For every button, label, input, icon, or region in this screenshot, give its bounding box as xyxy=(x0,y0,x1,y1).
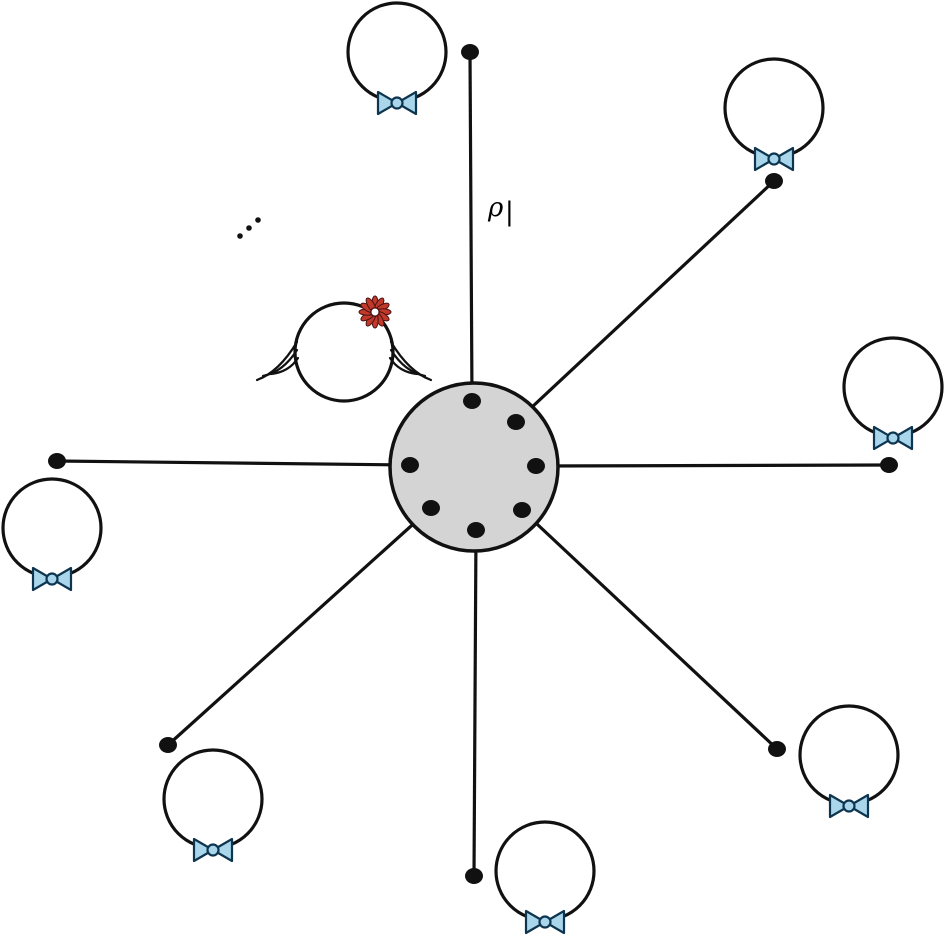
bowtie-node-bottom-right xyxy=(798,704,900,819)
spoke-bottom-right xyxy=(520,508,779,751)
hub-port xyxy=(463,393,481,409)
node-head xyxy=(1,477,103,579)
link-label-bar: | xyxy=(505,197,514,227)
node-head xyxy=(162,748,264,850)
hub-port xyxy=(527,458,545,474)
bowtie-node-left xyxy=(1,477,103,592)
node-head xyxy=(494,820,596,922)
node-head xyxy=(798,704,900,806)
spoke-top-right xyxy=(514,179,776,424)
flower-icon xyxy=(358,295,392,329)
bowtie-icon xyxy=(31,566,73,592)
node-port xyxy=(768,741,786,757)
ellipsis-indicator xyxy=(237,217,261,239)
node-head xyxy=(346,1,448,103)
node-port xyxy=(461,44,479,60)
node-port xyxy=(880,457,898,473)
node-port xyxy=(159,737,177,753)
node-port xyxy=(48,453,66,469)
hub-port xyxy=(401,457,419,473)
bowtie-icon xyxy=(376,90,418,116)
link-label-rho: ρ xyxy=(487,193,504,223)
port-dots xyxy=(48,44,898,884)
node-port xyxy=(765,173,783,189)
hub-port xyxy=(422,500,440,516)
node-port xyxy=(465,868,483,884)
bowtie-node-top-right xyxy=(723,57,825,172)
spoke-left xyxy=(56,459,411,467)
node-head xyxy=(842,336,944,438)
spoke-bottom xyxy=(472,529,478,877)
hair-strands xyxy=(255,340,433,382)
bowtie-node-bottom-left xyxy=(162,748,264,863)
hub-port xyxy=(507,414,525,430)
hub-port xyxy=(467,522,485,538)
bowtie-icon xyxy=(192,837,234,863)
node-head xyxy=(723,57,825,159)
spoke-bottom-left xyxy=(166,506,433,747)
bowtie-node-top xyxy=(346,1,448,116)
bowtie-node-bottom xyxy=(494,820,596,935)
bowtie-icon xyxy=(524,909,566,935)
bowtie-icon xyxy=(828,793,870,819)
hub-port xyxy=(513,502,531,518)
spoke-links xyxy=(56,51,890,877)
spoke-top xyxy=(468,51,474,402)
bowtie-node-right xyxy=(842,336,944,451)
bowtie-icon xyxy=(872,425,914,451)
flower-node-upper-left xyxy=(255,295,433,403)
spoke-right xyxy=(535,463,890,468)
bowtie-icon xyxy=(753,146,795,172)
